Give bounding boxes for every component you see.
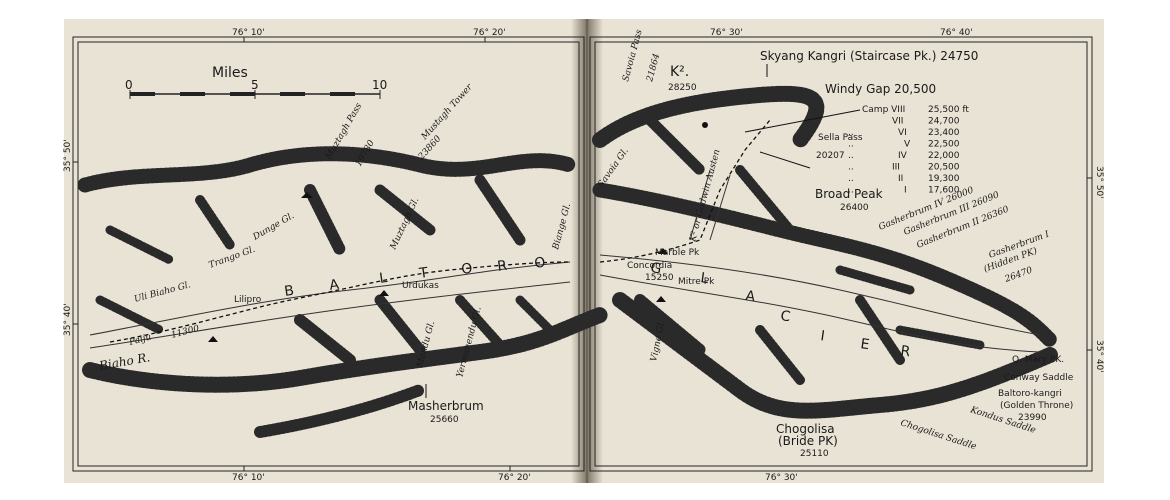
mitre-pk-label: Mitre Pk: [678, 277, 715, 287]
graticule-top-3: 76° 30': [710, 28, 743, 38]
glacier-letter: E: [859, 336, 870, 353]
golden-throne-label: (Golden Throne): [1000, 401, 1073, 411]
baltoro-letter: A: [328, 277, 340, 294]
graticule-right-2: 35° 40': [1094, 340, 1104, 373]
camp-altitude: 22,000: [928, 151, 960, 161]
mountain-ridges: [77, 85, 1058, 438]
graticule-top-1: 76° 10': [232, 28, 265, 38]
baltoro-lettering: B A L T O R O: [283, 255, 546, 300]
glacier-letter: A: [744, 288, 756, 305]
graticule-left-2: 35° 40': [63, 303, 73, 336]
camp-ditto: ..: [848, 151, 854, 161]
camp-ditto: ..: [848, 186, 854, 196]
graticule-bottom-3: 76° 30': [765, 473, 798, 483]
camp-numeral: I: [904, 186, 907, 196]
camp-altitude: 20,500: [928, 163, 960, 173]
book-gutter: [571, 19, 603, 483]
glacier-lettering: G L A C I E R: [649, 260, 911, 360]
camp-numeral: IV: [898, 151, 908, 161]
camp-leaders: [425, 64, 861, 398]
baltoro-kangri-altitude: 23990: [1018, 413, 1047, 423]
masherbrum-altitude: 25660: [430, 415, 459, 425]
graticule-bottom-2: 76° 20': [498, 473, 531, 483]
baltoro-letter: B: [283, 283, 295, 300]
map-frame: [72, 36, 1093, 472]
chogolisa-label: Chogolisa: [776, 422, 835, 436]
baltoro-letter: R: [496, 258, 508, 275]
windy-gap-label: Windy Gap 20,500: [825, 82, 936, 96]
concordia-label: Concordia: [627, 261, 672, 271]
baltoro-kangri-label: Baltoro-kangri: [998, 389, 1062, 399]
glacier-edges: [89, 169, 1041, 353]
camp-numeral: II: [898, 174, 903, 184]
baltoro-letter: L: [378, 270, 388, 287]
camp-title: Camp VIII: [862, 105, 905, 115]
baltoro-letter: O: [533, 255, 546, 272]
mary-pk-label: Q. Mary PK.: [1012, 355, 1064, 365]
k2-altitude: 28250: [668, 83, 697, 93]
baltoro-letter: T: [417, 265, 429, 282]
marble-pk-label: Marble Pk: [655, 248, 700, 258]
graticule-right-1: 35° 50': [1094, 166, 1104, 199]
broad-peak-altitude: 26400: [840, 203, 869, 213]
camp-altitude: 17,600: [928, 186, 960, 196]
peak-markers: [208, 192, 668, 342]
scale-tick-0: 0: [125, 78, 133, 92]
camp-numeral: VII: [892, 117, 903, 127]
chogolisa-subtitle: (Bride PK): [778, 434, 838, 448]
k2-summit-marker: [702, 122, 708, 128]
graticule-bottom-1: 76° 10': [232, 473, 265, 483]
scale-tick-10: 10: [372, 78, 387, 92]
camp-numeral: V: [904, 140, 911, 150]
k2-label: K².: [670, 64, 689, 80]
camp-altitude: 23,400: [928, 128, 960, 138]
camp-ditto: ..: [848, 174, 854, 184]
glacier-letter: R: [899, 343, 911, 360]
camp-numeral: VI: [898, 128, 907, 138]
spur-ridges: [95, 114, 985, 385]
chogolisa-altitude: 25110: [800, 449, 829, 459]
expedition-route: [109, 119, 771, 343]
graticule-top-4: 76° 40': [940, 28, 973, 38]
graticule-left-1: 35° 50': [63, 139, 73, 172]
graticule-ticks: [73, 37, 1092, 471]
camp-numeral: III: [892, 163, 900, 173]
glacier-letter: L: [699, 270, 709, 287]
sella-pass-altitude: 20207: [816, 151, 845, 161]
glacier-letter: G: [649, 260, 662, 277]
graticule-top-2: 76° 20': [473, 28, 506, 38]
broad-peak-label: Broad Peak: [815, 187, 883, 201]
conway-saddle-label: Conway Saddle: [1004, 373, 1074, 383]
camp-altitude: 19,300: [928, 174, 960, 184]
scale-bar-title: Miles: [212, 65, 248, 81]
camp-ditto: ..: [848, 128, 854, 138]
glacier-letter: C: [779, 308, 791, 325]
skyang-kangri-label: Skyang Kangri (Staircase Pk.) 24750: [760, 49, 978, 63]
camp-ditto: ..: [848, 140, 854, 150]
sella-pass-label: Sella Pass: [818, 133, 863, 143]
camp-altitude: 25,500 ft: [928, 105, 969, 115]
urdukas-label: Urdukas: [402, 281, 439, 291]
lilipro-label: Lilipro: [234, 295, 262, 305]
concordia-altitude: 15250: [645, 273, 674, 283]
camp-ditto: ..: [848, 163, 854, 173]
scale-tick-5: 5: [251, 78, 259, 92]
camp-altitude: 24,700: [928, 117, 960, 127]
masherbrum-label: Masherbrum: [408, 399, 484, 413]
glacier-letter: I: [819, 328, 825, 344]
camp-altitude: 22,500: [928, 140, 960, 150]
scale-bar: Miles 0 5 10: [125, 65, 387, 99]
baltoro-letter: O: [460, 261, 473, 278]
